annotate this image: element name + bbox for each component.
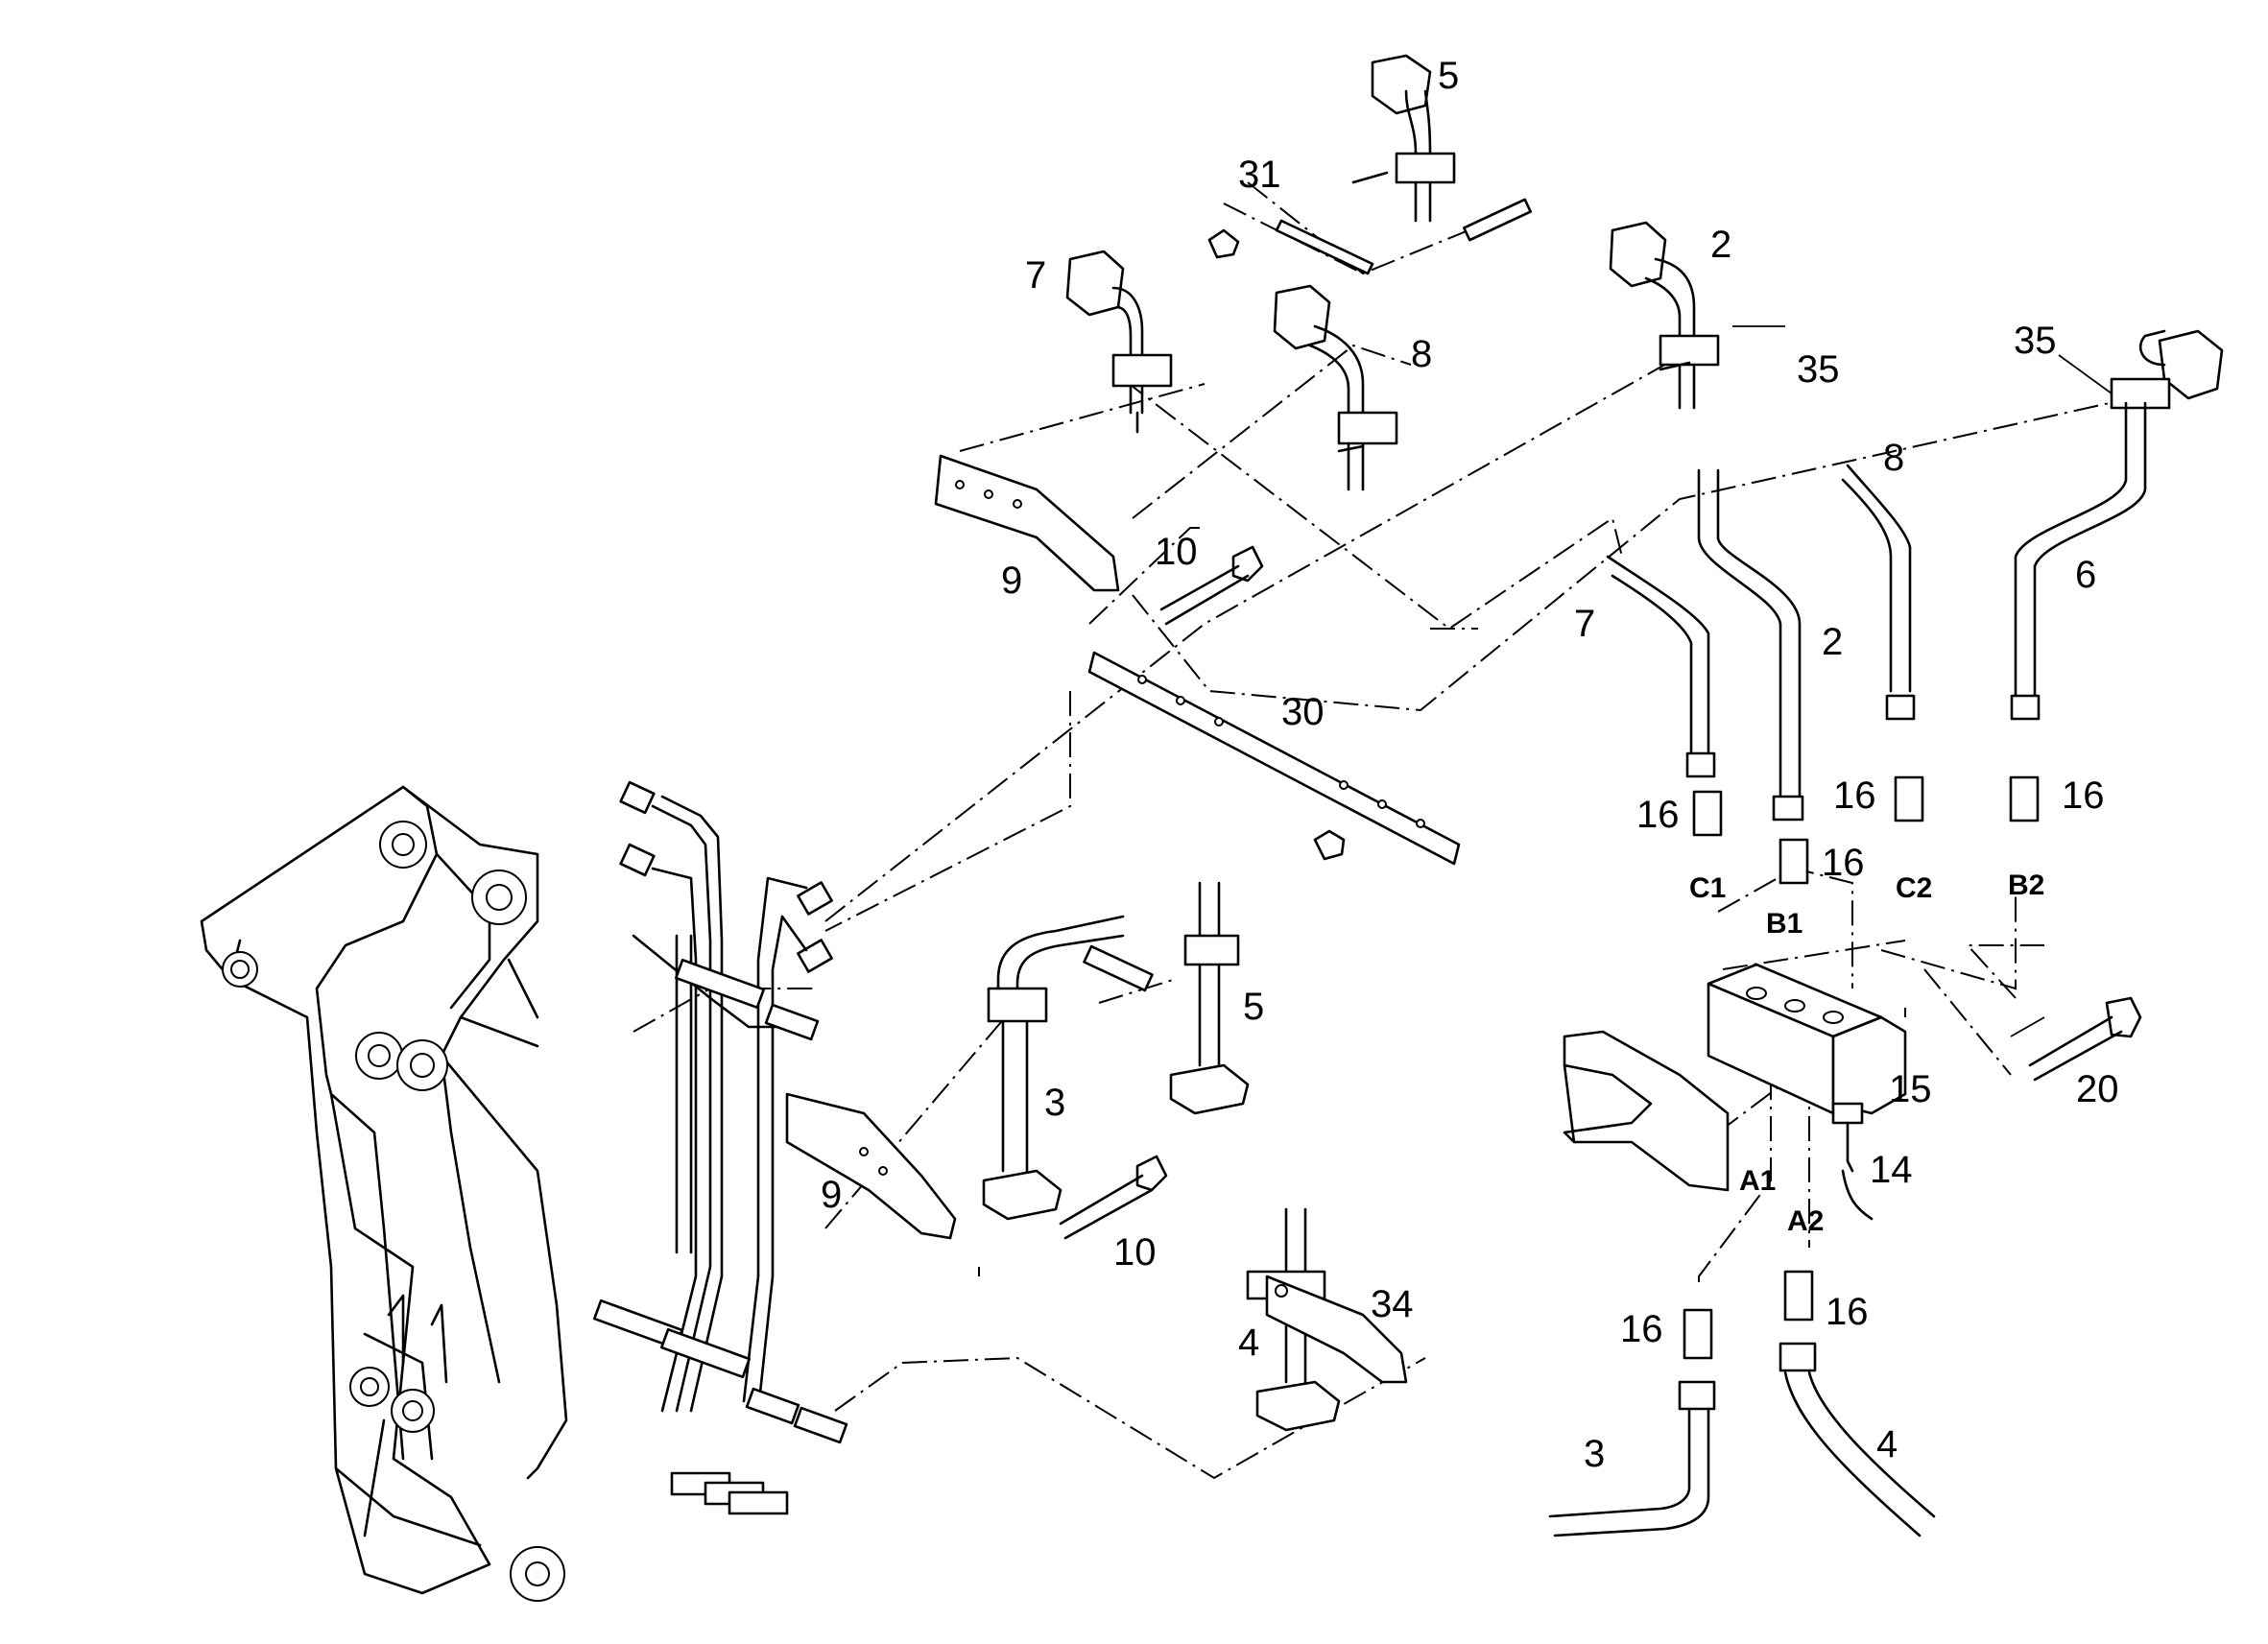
- part-5-mid-pipe: [1083, 881, 1250, 1115]
- part-10-mid-bolt: [1059, 1155, 1168, 1240]
- label-part-4-mid: 4: [1238, 1322, 1259, 1364]
- label-part-31: 31: [1238, 154, 1281, 196]
- label-part-10-mid: 10: [1113, 1231, 1157, 1274]
- label-part-7-top: 7: [1025, 254, 1046, 297]
- label-part-3-mid: 3: [1044, 1082, 1065, 1124]
- fittings-16-upper: [1692, 775, 2040, 885]
- hoses-lower: [1548, 1342, 1936, 1537]
- part-number-labels: 5 31 7 2 8 35 35 8 10 9 7 2 6 30 16 16 1…: [821, 55, 2119, 1475]
- port-label-c2: C2: [1896, 872, 1932, 904]
- part-9-top-bracket: [934, 454, 1120, 592]
- leader-lines: [1732, 325, 2113, 1057]
- label-part-3-bottom: 3: [1584, 1433, 1605, 1475]
- part-34-bracket: [1265, 1275, 1408, 1384]
- part-9-mid-bracket: [785, 1092, 957, 1240]
- label-part-4-bottom: 4: [1876, 1423, 1898, 1465]
- port-label-a1: A1: [1739, 1165, 1776, 1197]
- part-10-top-bolt: [1159, 545, 1264, 626]
- port-label-b1: B1: [1766, 908, 1802, 940]
- boom-frame: [200, 785, 568, 1602]
- label-part-2-top: 2: [1710, 224, 1731, 266]
- label-part-16-b1: 16: [1822, 842, 1865, 884]
- part-3-mid-pipe: [982, 915, 1125, 1221]
- part-7-top-pipe: [1065, 250, 1173, 434]
- port-labels: C1 B1 C2 B2 A1 A2: [1689, 870, 2044, 1237]
- label-part-9-mid: 9: [821, 1174, 842, 1216]
- label-part-34: 34: [1371, 1283, 1414, 1325]
- label-part-35-a: 35: [1797, 348, 1840, 391]
- part-20-bolt: [2028, 996, 2142, 1082]
- port-label-c1: C1: [1689, 872, 1726, 904]
- label-part-16-c2: 16: [1833, 774, 1876, 817]
- label-part-7-hose: 7: [1574, 603, 1595, 645]
- part-2-top-pipe: [1609, 221, 1720, 410]
- part-5-top-pipe: [1351, 54, 1456, 223]
- port-label-a2: A2: [1787, 1205, 1824, 1237]
- label-part-5-top: 5: [1438, 55, 1459, 97]
- port-label-b2: B2: [2008, 870, 2044, 901]
- label-part-16-a1: 16: [1620, 1308, 1663, 1350]
- assembly-center-lines: [633, 181, 2132, 1480]
- pipe-bundle: [592, 780, 848, 1515]
- label-part-20: 20: [2076, 1068, 2119, 1110]
- label-part-14: 14: [1870, 1149, 1913, 1191]
- part-35-right-pipe: [2110, 329, 2224, 410]
- label-part-35-b: 35: [2014, 320, 2057, 362]
- label-part-15: 15: [1889, 1068, 1932, 1110]
- label-part-9-top: 9: [1001, 560, 1022, 602]
- label-part-16-b2: 16: [2062, 774, 2105, 817]
- part-30-long-plate: [1087, 651, 1461, 866]
- label-part-5-mid: 5: [1243, 986, 1264, 1028]
- fittings-16-lower: [1683, 1270, 1814, 1360]
- label-part-16-a2: 16: [1826, 1291, 1869, 1333]
- valve-mount-bracket: [1563, 1030, 1730, 1192]
- label-part-8-top: 8: [1411, 333, 1432, 375]
- part-8-top-pipe: [1273, 284, 1398, 491]
- label-part-10-top: 10: [1155, 531, 1198, 573]
- label-part-8-right: 8: [1883, 437, 1904, 479]
- label-part-2-hose: 2: [1822, 621, 1843, 663]
- valve-block: [1707, 963, 1907, 1221]
- part-31-plate: [1207, 198, 1532, 275]
- label-part-6: 6: [2075, 554, 2096, 596]
- hoses-upper: [1606, 401, 2147, 822]
- label-part-16-c1: 16: [1636, 794, 1680, 836]
- label-part-30: 30: [1281, 691, 1325, 733]
